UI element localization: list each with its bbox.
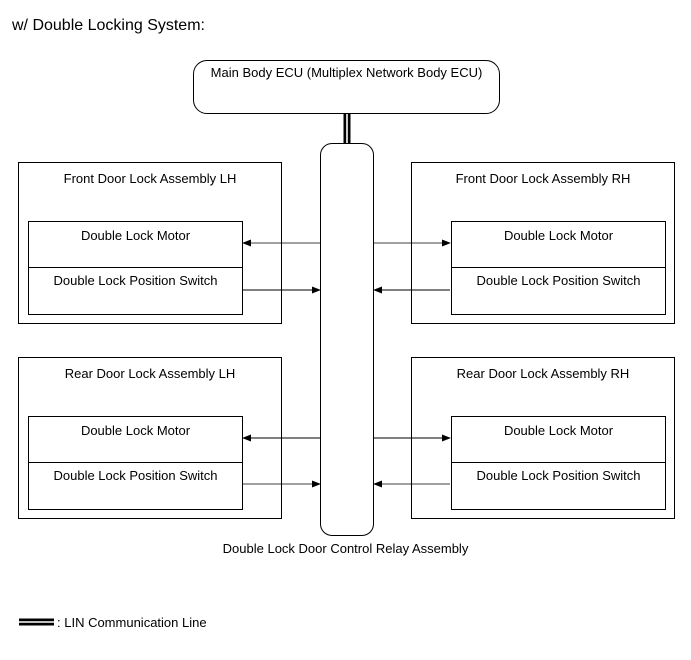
front-rh-motor-label: Double Lock Motor [503, 228, 614, 243]
rear-rh-inner-box: Double Lock Motor Double Lock Position S… [451, 416, 666, 510]
front-rh-title: Front Door Lock Assembly RH [455, 171, 631, 186]
main-body-ecu-box: Main Body ECU (Multiplex Network Body EC… [193, 60, 500, 114]
rear-rh-switch-label: Double Lock Position Switch [476, 468, 641, 483]
front-rh-inner-box: Double Lock Motor Double Lock Position S… [451, 221, 666, 315]
front-door-lock-assembly-rh: Front Door Lock Assembly RH Double Lock … [411, 162, 675, 324]
rear-rh-motor-label: Double Lock Motor [503, 423, 614, 438]
rear-rh-divider [452, 462, 665, 463]
main-body-ecu-label: Main Body ECU (Multiplex Network Body EC… [210, 65, 483, 80]
front-lh-title: Front Door Lock Assembly LH [63, 171, 237, 186]
front-rh-switch-label: Double Lock Position Switch [476, 273, 641, 288]
page-heading: w/ Double Locking System: [12, 17, 205, 34]
front-lh-divider [29, 267, 242, 268]
front-lh-switch-label: Double Lock Position Switch [53, 273, 218, 288]
double-lock-door-control-relay-box [320, 143, 374, 536]
rear-lh-switch-label: Double Lock Position Switch [53, 468, 218, 483]
front-lh-motor-label: Double Lock Motor [80, 228, 191, 243]
relay-label: Double Lock Door Control Relay Assembly [222, 541, 469, 556]
rear-lh-inner-box: Double Lock Motor Double Lock Position S… [28, 416, 243, 510]
legend-label: : LIN Communication Line [57, 615, 207, 630]
front-lh-inner-box: Double Lock Motor Double Lock Position S… [28, 221, 243, 315]
rear-lh-title: Rear Door Lock Assembly LH [64, 366, 236, 381]
rear-lh-divider [29, 462, 242, 463]
rear-rh-title: Rear Door Lock Assembly RH [456, 366, 630, 381]
rear-door-lock-assembly-rh: Rear Door Lock Assembly RH Double Lock M… [411, 357, 675, 519]
front-rh-divider [452, 267, 665, 268]
rear-lh-motor-label: Double Lock Motor [80, 423, 191, 438]
rear-door-lock-assembly-lh: Rear Door Lock Assembly LH Double Lock M… [18, 357, 282, 519]
